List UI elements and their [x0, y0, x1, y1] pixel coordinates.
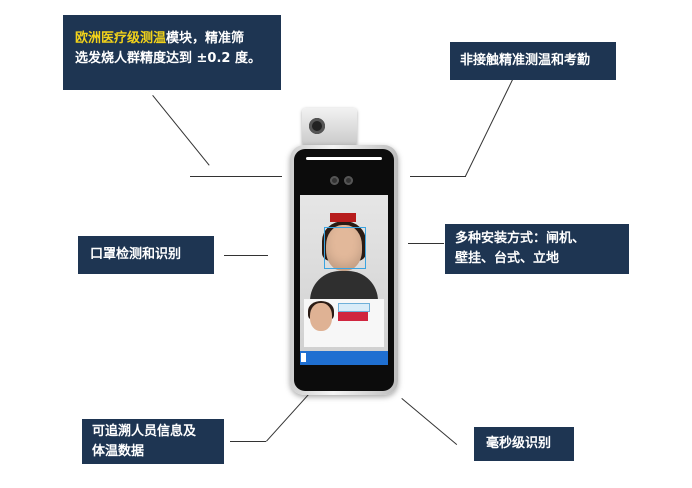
temperature-tag — [330, 213, 356, 222]
connector-top-left-h — [190, 176, 282, 177]
callout-text: 模块，精准筛 — [166, 31, 245, 46]
snapshot-face — [310, 303, 332, 331]
callout-text: 毫秒级识别 — [486, 436, 552, 451]
callout-text: 可追溯人员信息及 — [92, 424, 197, 439]
name-field — [338, 303, 370, 312]
recognition-info-panel — [304, 299, 384, 347]
callout-text: 多种安装方式：闸机、 — [455, 231, 586, 246]
callout-millisecond-recognition: 毫秒级识别 — [474, 427, 574, 461]
highlight-text: 欧洲医疗级测温 — [75, 31, 167, 46]
thermal-lens-icon — [309, 118, 325, 134]
callout-text: 体温数据 — [92, 444, 145, 459]
camera-icon — [330, 176, 339, 185]
connector-mid-left — [224, 255, 268, 256]
thermal-camera-module — [302, 108, 357, 146]
camera-icon — [344, 176, 353, 185]
face-recognition-terminal — [290, 145, 398, 395]
callout-install-modes: 多种安装方式：闸机、 壁挂、台式、立地 — [445, 224, 629, 274]
person-face — [326, 225, 362, 271]
door-icon — [301, 353, 306, 362]
connector-top-right — [465, 74, 516, 177]
connector-bottom-left — [230, 441, 266, 442]
device-bezel — [294, 149, 394, 391]
face-detection-frame — [324, 227, 366, 269]
connector-top-left — [152, 95, 210, 166]
device-screen — [300, 195, 388, 365]
status-bar — [300, 351, 388, 365]
callout-text: 非接触精准测温和考勤 — [460, 53, 591, 68]
callout-mask-detection: 口罩检测和识别 — [78, 236, 214, 274]
connector-bottom-left-diag — [266, 388, 314, 442]
callout-temperature-module: 欧洲医疗级测温模块，精准筛 选发烧人群精度达到 ±0.2 度。 — [63, 15, 281, 90]
callout-contactless: 非接触精准测温和考勤 — [450, 42, 616, 80]
id-field — [338, 312, 368, 321]
connector-bottom-right — [401, 398, 458, 446]
callout-text: 壁挂、台式、立地 — [455, 251, 560, 266]
fill-light — [306, 157, 382, 160]
connector-top-right-h — [410, 176, 466, 177]
connector-mid-right — [408, 243, 444, 244]
callout-text: 口罩检测和识别 — [90, 247, 182, 262]
callout-text: 选发烧人群精度达到 ±0.2 度。 — [75, 51, 261, 66]
callout-traceable-data: 可追溯人员信息及 体温数据 — [82, 419, 224, 464]
